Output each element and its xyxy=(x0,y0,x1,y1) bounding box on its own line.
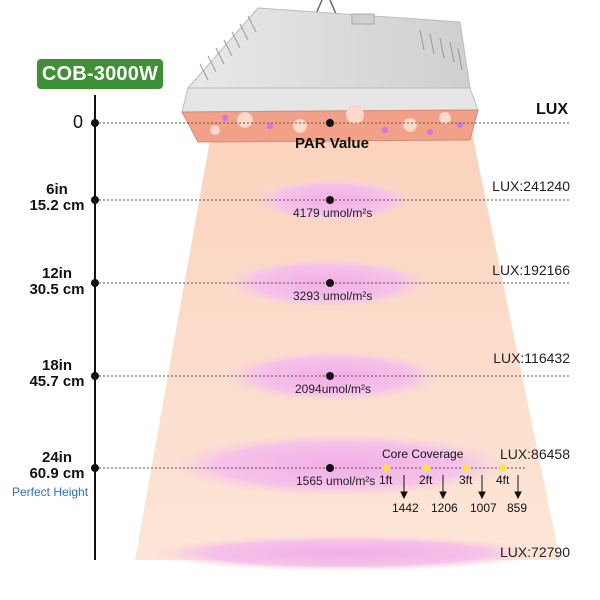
perfect-height-note: Perfect Height xyxy=(12,485,89,499)
par-value-18in: 2094umol/m²s xyxy=(295,382,372,396)
axis-dot-18in xyxy=(91,372,99,380)
center-dot-18in xyxy=(326,372,334,380)
coverage-label-2ft: 2ft xyxy=(419,473,433,487)
coverage-value-1ft: 1442 xyxy=(392,501,419,515)
distance-zero-label: 0 xyxy=(73,112,84,132)
axis-dot-24in xyxy=(91,464,99,472)
core-coverage-markers xyxy=(382,464,522,500)
lux-value-6in: LUX:241240 xyxy=(492,178,570,194)
lux-value-partial: LUX:72790 xyxy=(499,544,570,560)
coverage-label-1ft: 1ft xyxy=(379,473,393,487)
core-coverage-title: Core Coverage xyxy=(382,447,464,461)
par-value-title: PAR Value xyxy=(295,135,369,152)
center-dot-12in xyxy=(326,279,334,287)
axis-dot-6in xyxy=(91,196,99,204)
coverage-value-4ft: 859 xyxy=(507,501,528,515)
lux-value-18in: LUX:116432 xyxy=(493,350,570,366)
axis-dot-12in xyxy=(91,279,99,287)
par-ellipse-partial xyxy=(145,535,545,571)
axis-dot-0 xyxy=(91,119,99,127)
coverage-label-3ft: 3ft xyxy=(459,473,473,487)
center-dot-24in xyxy=(326,464,334,472)
par-value-12in: 3293 umol/m²s xyxy=(293,289,373,303)
lux-value-24in: LUX:86458 xyxy=(499,446,570,462)
center-dot-0 xyxy=(326,119,334,127)
coverage-label-4ft: 4ft xyxy=(496,473,510,487)
lux-value-12in: LUX:192166 xyxy=(492,262,570,278)
par-value-24in: 1565 umol/m²s xyxy=(296,474,376,488)
coverage-value-2ft: 1206 xyxy=(431,501,458,515)
par-ellipse-24in xyxy=(165,433,515,497)
coverage-value-3ft: 1007 xyxy=(470,501,497,515)
par-value-6in: 4179 umol/m²s xyxy=(293,206,373,220)
lux-column-header: LUX xyxy=(536,101,568,118)
center-dot-6in xyxy=(326,196,334,204)
model-badge: COB-3000W xyxy=(37,59,163,89)
